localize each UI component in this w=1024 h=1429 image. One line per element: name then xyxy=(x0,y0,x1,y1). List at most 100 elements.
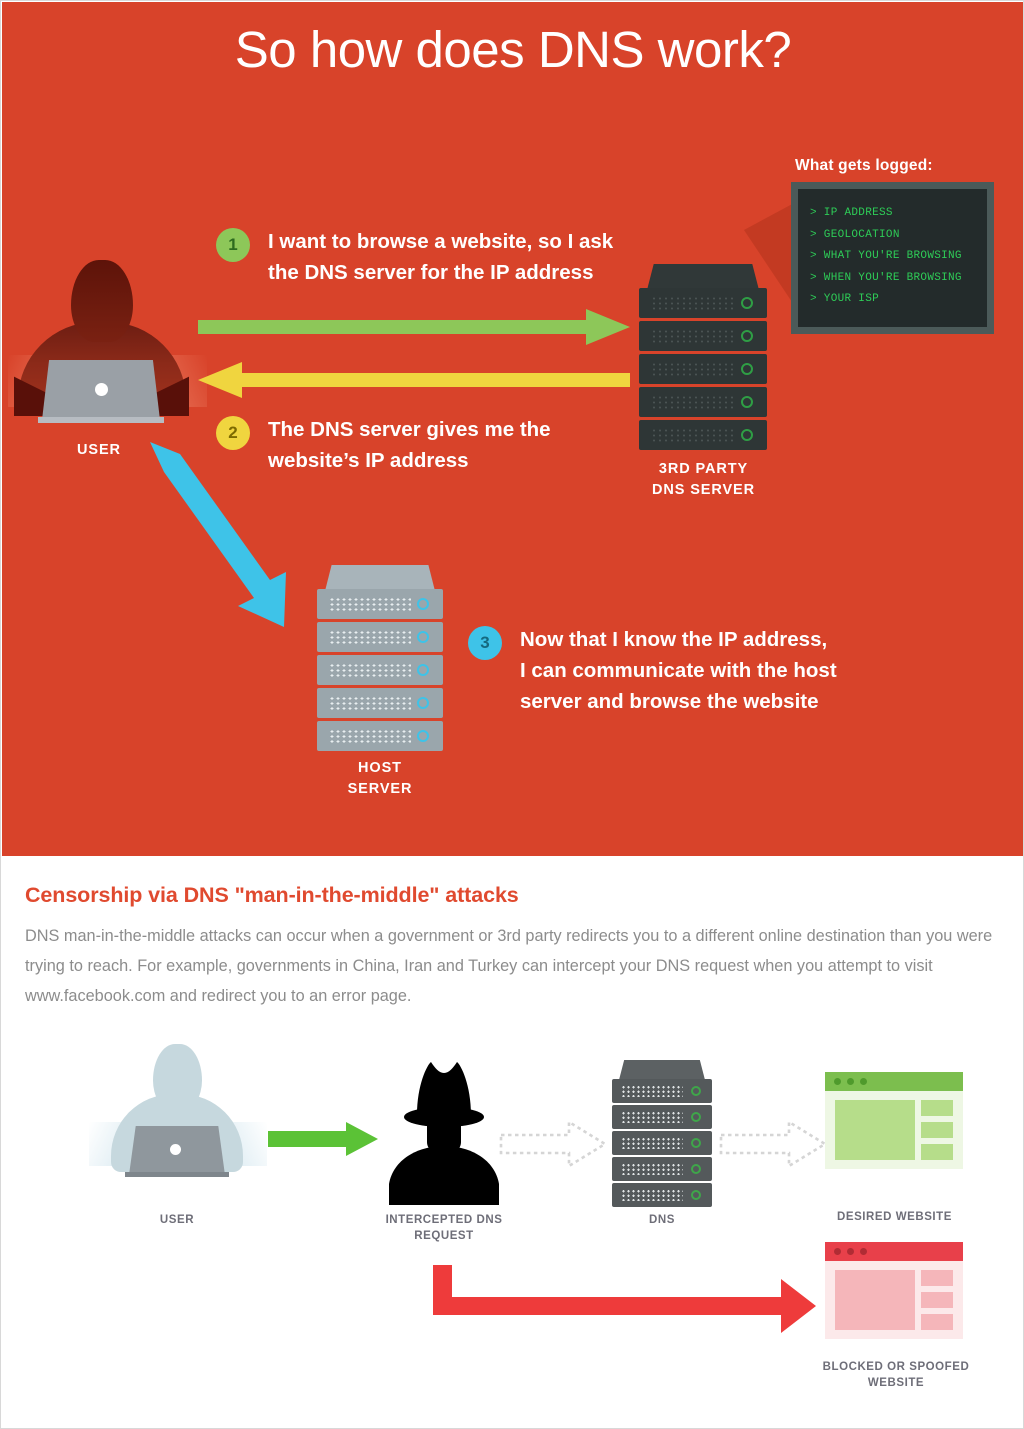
bottom-rack-unit-3 xyxy=(612,1131,712,1155)
bottom-rack-vent-1 xyxy=(621,1085,683,1097)
laptop-base-bottom xyxy=(125,1172,229,1177)
blocked-site-dot-3 xyxy=(860,1248,867,1255)
desired-site-dot-3 xyxy=(860,1078,867,1085)
rack-vent-3 xyxy=(651,362,735,376)
blocked-site-sidebar-1 xyxy=(921,1270,953,1286)
censorship-body-text: DNS man-in-the-middle attacks can occur … xyxy=(25,927,993,1005)
bottom-rack-led-5 xyxy=(691,1190,701,1200)
step-3-text: Now that I know the IP address, I can co… xyxy=(520,624,837,717)
rack-vent-4 xyxy=(651,395,735,409)
rack-vent-5 xyxy=(651,428,735,442)
arrow-request-green xyxy=(198,307,630,347)
bottom-rack-unit-1 xyxy=(612,1079,712,1103)
step-2-badge: 2 xyxy=(216,416,250,450)
terminal-screen: > IP ADDRESS > GEOLOCATION > WHAT YOU'RE… xyxy=(798,189,987,327)
step-3-line-2: I can communicate with the host xyxy=(520,659,837,682)
terminal-line-isp: > YOUR ISP xyxy=(810,293,880,305)
host-rack-vent-2 xyxy=(329,630,411,644)
blocked-website-mockup xyxy=(825,1242,963,1339)
blocked-website-label-line-2: WEBSITE xyxy=(867,1377,925,1389)
blocked-site-content xyxy=(835,1270,915,1330)
bottom-rack-led-3 xyxy=(691,1138,701,1148)
host-rack-top-cap xyxy=(325,565,435,591)
laptop-logo-dot-bottom xyxy=(170,1144,181,1155)
what-gets-logged-label: What gets logged: xyxy=(795,157,933,174)
arrow-response-yellow xyxy=(198,360,630,400)
step-3-badge: 3 xyxy=(468,626,502,660)
rack-top-cap xyxy=(647,264,759,290)
user-label-top: USER xyxy=(77,442,121,458)
arrow-dashed-to-dns xyxy=(499,1119,608,1169)
blocked-site-sidebar-2 xyxy=(921,1292,953,1308)
person-head xyxy=(71,260,133,342)
step-3: 3 Now that I know the IP address, I can … xyxy=(468,624,868,717)
desired-website-label: DESIRED WEBSITE xyxy=(837,1211,952,1223)
dns-server-rack-bottom xyxy=(612,1060,712,1207)
terminal-line-what-browsing: > WHAT YOU'RE BROWSING xyxy=(810,250,962,262)
dns-server-label-line-1: 3RD PARTY xyxy=(658,461,749,477)
bottom-rack-unit-4 xyxy=(612,1157,712,1181)
rack-unit-1 xyxy=(639,288,767,318)
rack-led-4 xyxy=(741,396,753,408)
bottom-rack-led-1 xyxy=(691,1086,701,1096)
intercepted-dns-label-line-1: INTERCEPTED DNS xyxy=(385,1214,503,1226)
host-rack-vent-1 xyxy=(329,597,411,611)
bottom-rack-unit-2 xyxy=(612,1105,712,1129)
bottom-rack-vent-4 xyxy=(621,1163,683,1175)
host-rack-led-1 xyxy=(417,598,429,610)
dns-server-rack-dark xyxy=(639,264,767,450)
dns-server-label-line-2: DNS SERVER xyxy=(651,482,755,498)
desired-site-content xyxy=(835,1100,915,1160)
bottom-rack-led-2 xyxy=(691,1112,701,1122)
blocked-site-sidebar-3 xyxy=(921,1314,953,1330)
dns-explainer-panel: So how does DNS work? USER 1 I want to b… xyxy=(2,2,1023,856)
step-3-line-1: Now that I know the IP address, xyxy=(520,628,828,651)
user-illustration-top xyxy=(8,260,207,460)
host-rack-led-5 xyxy=(417,730,429,742)
user-label-bottom: USER xyxy=(159,1214,195,1226)
step-2-text: The DNS server gives me the website’s IP… xyxy=(268,414,551,476)
step-2-line-1: The DNS server gives me the xyxy=(268,418,551,441)
desired-site-sidebar-3 xyxy=(921,1144,953,1160)
rack-unit-2 xyxy=(639,321,767,351)
bottom-rack-unit-5 xyxy=(612,1183,712,1207)
rack-unit-3 xyxy=(639,354,767,384)
desired-site-sidebar-2 xyxy=(921,1122,953,1138)
laptop-logo-dot xyxy=(95,383,108,396)
censorship-panel: Censorship via DNS "man-in-the-middle" a… xyxy=(2,857,1023,1428)
blocked-site-titlebar xyxy=(825,1242,963,1261)
host-server-label-line-1: HOST xyxy=(358,760,402,776)
host-rack-unit-5 xyxy=(317,721,443,751)
rack-unit-4 xyxy=(639,387,767,417)
host-rack-unit-1 xyxy=(317,589,443,619)
person-head-bottom xyxy=(153,1044,202,1110)
blocked-website-label-line-1: BLOCKED OR SPOOFED xyxy=(822,1361,970,1373)
laptop-base xyxy=(38,417,164,423)
host-rack-led-4 xyxy=(417,697,429,709)
step-2: 2 The DNS server gives me the website’s … xyxy=(216,414,616,476)
desired-website-mockup xyxy=(825,1072,963,1169)
host-rack-unit-3 xyxy=(317,655,443,685)
rack-vent-2 xyxy=(651,329,735,343)
bottom-rack-vent-2 xyxy=(621,1111,683,1123)
terminal-line-when-browsing: > WHEN YOU'RE BROWSING xyxy=(810,271,962,284)
step-1-badge: 1 xyxy=(216,228,250,262)
dns-label-bottom: DNS xyxy=(649,1214,675,1226)
host-rack-vent-3 xyxy=(329,663,411,677)
rack-led-1 xyxy=(741,297,753,309)
intercepted-dns-label-line-2: REQUEST xyxy=(414,1230,474,1242)
bottom-rack-vent-5 xyxy=(621,1189,683,1201)
desired-site-sidebar-1 xyxy=(921,1100,953,1116)
rack-led-5 xyxy=(741,429,753,441)
host-rack-vent-4 xyxy=(329,696,411,710)
rack-led-3 xyxy=(741,363,753,375)
bottom-rack-top-cap xyxy=(619,1060,705,1080)
host-rack-led-3 xyxy=(417,664,429,676)
terminal-line-geolocation: > GEOLOCATION xyxy=(810,228,900,241)
desired-site-titlebar xyxy=(825,1072,963,1091)
step-1-text: I want to browse a website, so I ask the… xyxy=(268,226,613,288)
host-server-label: HOST SERVER xyxy=(294,758,466,800)
arrow-host-blue xyxy=(142,442,312,632)
terminal-line-ip: > IP ADDRESS xyxy=(810,207,893,219)
